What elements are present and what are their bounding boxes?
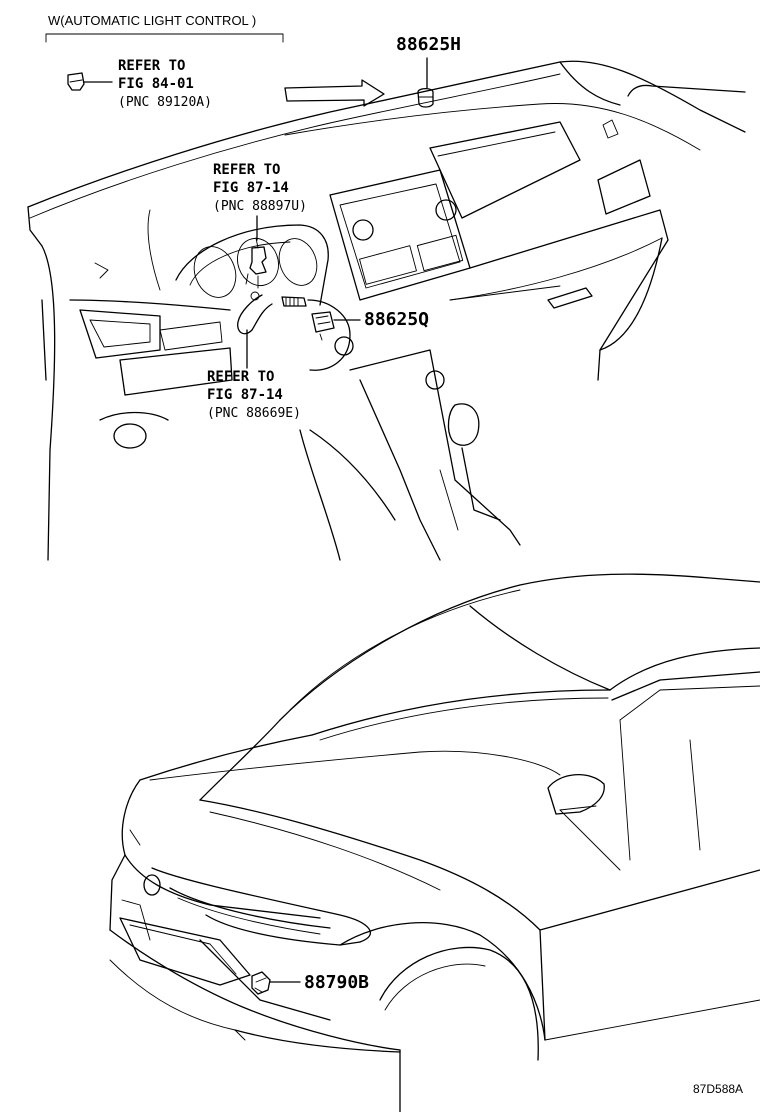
callout-refer-b-line1: REFER TO [213, 162, 280, 178]
figure-code: 87D588A [693, 1082, 743, 1096]
car-illustration [109, 573, 760, 1112]
connector-88897u-icon [245, 237, 267, 289]
callout-refer-b-line2: FIG 87-14 [213, 180, 289, 196]
part-number-88625h: 88625H [396, 34, 461, 55]
sensor-88790b-icon [251, 971, 271, 995]
callout-refer-a-line3: (PNC 89120A) [118, 95, 212, 110]
sensor-88625q-icon [311, 311, 335, 341]
location-arrow-icon [284, 79, 385, 107]
part-number-88625q: 88625Q [364, 309, 429, 330]
callout-refer-c-line2: FIG 87-14 [207, 387, 283, 403]
callout-refer-c: REFER TO FIG 87-14 (PNC 88669E) [207, 369, 301, 421]
callout-refer-b-line3: (PNC 88897U) [213, 199, 307, 214]
callout-refer-a-line2: FIG 84-01 [118, 76, 194, 92]
condition-label: W(AUTOMATIC LIGHT CONTROL ) [48, 13, 256, 28]
sensor-89120a-icon [67, 72, 85, 91]
callout-refer-a-line1: REFER TO [118, 58, 185, 74]
callout-refer-b: REFER TO FIG 87-14 (PNC 88897U) [213, 162, 307, 214]
callout-refer-a: REFER TO FIG 84-01 (PNC 89120A) [118, 58, 212, 110]
wire-harness-88669e-icon [237, 291, 307, 335]
sensor-88625h-icon [417, 87, 434, 108]
condition-bracket [45, 33, 284, 43]
callout-refer-c-line3: (PNC 88669E) [207, 406, 301, 421]
callout-refer-c-line1: REFER TO [207, 369, 274, 385]
part-number-88790b: 88790B [304, 972, 369, 993]
dashboard-illustration [27, 60, 746, 561]
